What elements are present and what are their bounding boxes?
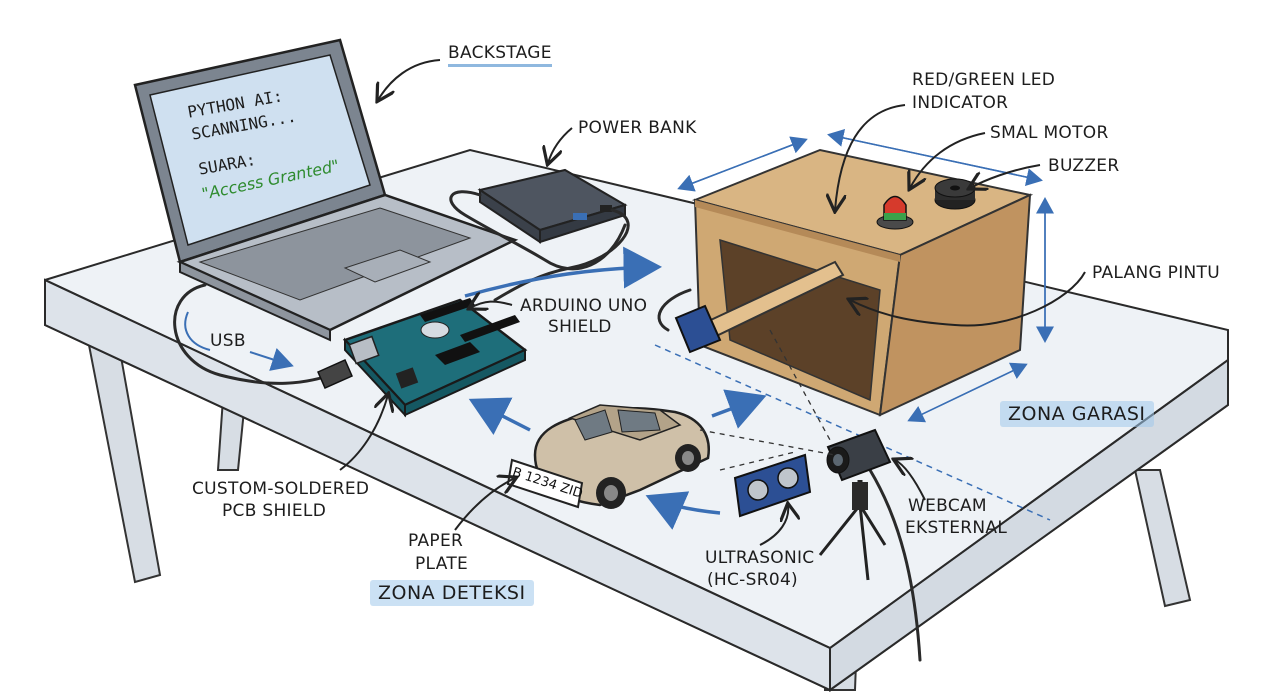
label-paper-plate-1: PAPER: [408, 531, 464, 551]
label-paper-plate-2: PLATE: [415, 554, 469, 574]
led-indicator: [876, 195, 914, 230]
label-pcb-1: CUSTOM-SOLDERED: [192, 479, 370, 499]
arduino-board: [342, 298, 528, 418]
sensor-beams: [699, 329, 836, 471]
buzzer: [934, 178, 976, 210]
cables: [173, 190, 922, 662]
label-arduino-2: SHIELD: [548, 317, 612, 337]
servo-motor: [674, 304, 722, 354]
webcam: [818, 428, 892, 581]
laptop: [133, 38, 519, 342]
label-buzzer: BUZZER: [1048, 156, 1120, 176]
label-pcb-2: PCB SHIELD: [222, 501, 327, 521]
label-webcam-2: EKSTERNAL: [905, 518, 1008, 538]
label-ultrasonic-1: ULTRASONIC: [705, 548, 815, 568]
flow-arrows: [184, 246, 767, 530]
label-palang: PALANG PINTU: [1092, 263, 1220, 283]
label-backstage: BACKSTAGE: [448, 42, 552, 67]
label-ultrasonic-2: (HC-SR04): [707, 570, 798, 590]
label-led-2: INDICATOR: [912, 93, 1009, 113]
garage-box: [691, 148, 1034, 417]
label-power-bank: POWER BANK: [578, 118, 697, 138]
pointer-arrows: [339, 59, 1086, 546]
usb-plug: [317, 359, 353, 389]
label-arduino-1: ARDUINO UNO: [520, 296, 648, 316]
label-led-1: RED/GREEN LED: [912, 70, 1056, 90]
power-bank: [477, 168, 628, 244]
label-motor: SMAL MOTOR: [990, 123, 1109, 143]
zone-garasi: ZONA GARASI: [1000, 401, 1154, 427]
label-usb: USB: [210, 331, 246, 351]
zone-deteksi: ZONA DETEKSI: [370, 580, 534, 606]
label-webcam-1: WEBCAM: [908, 496, 987, 516]
ultrasonic-sensor: [733, 453, 812, 518]
